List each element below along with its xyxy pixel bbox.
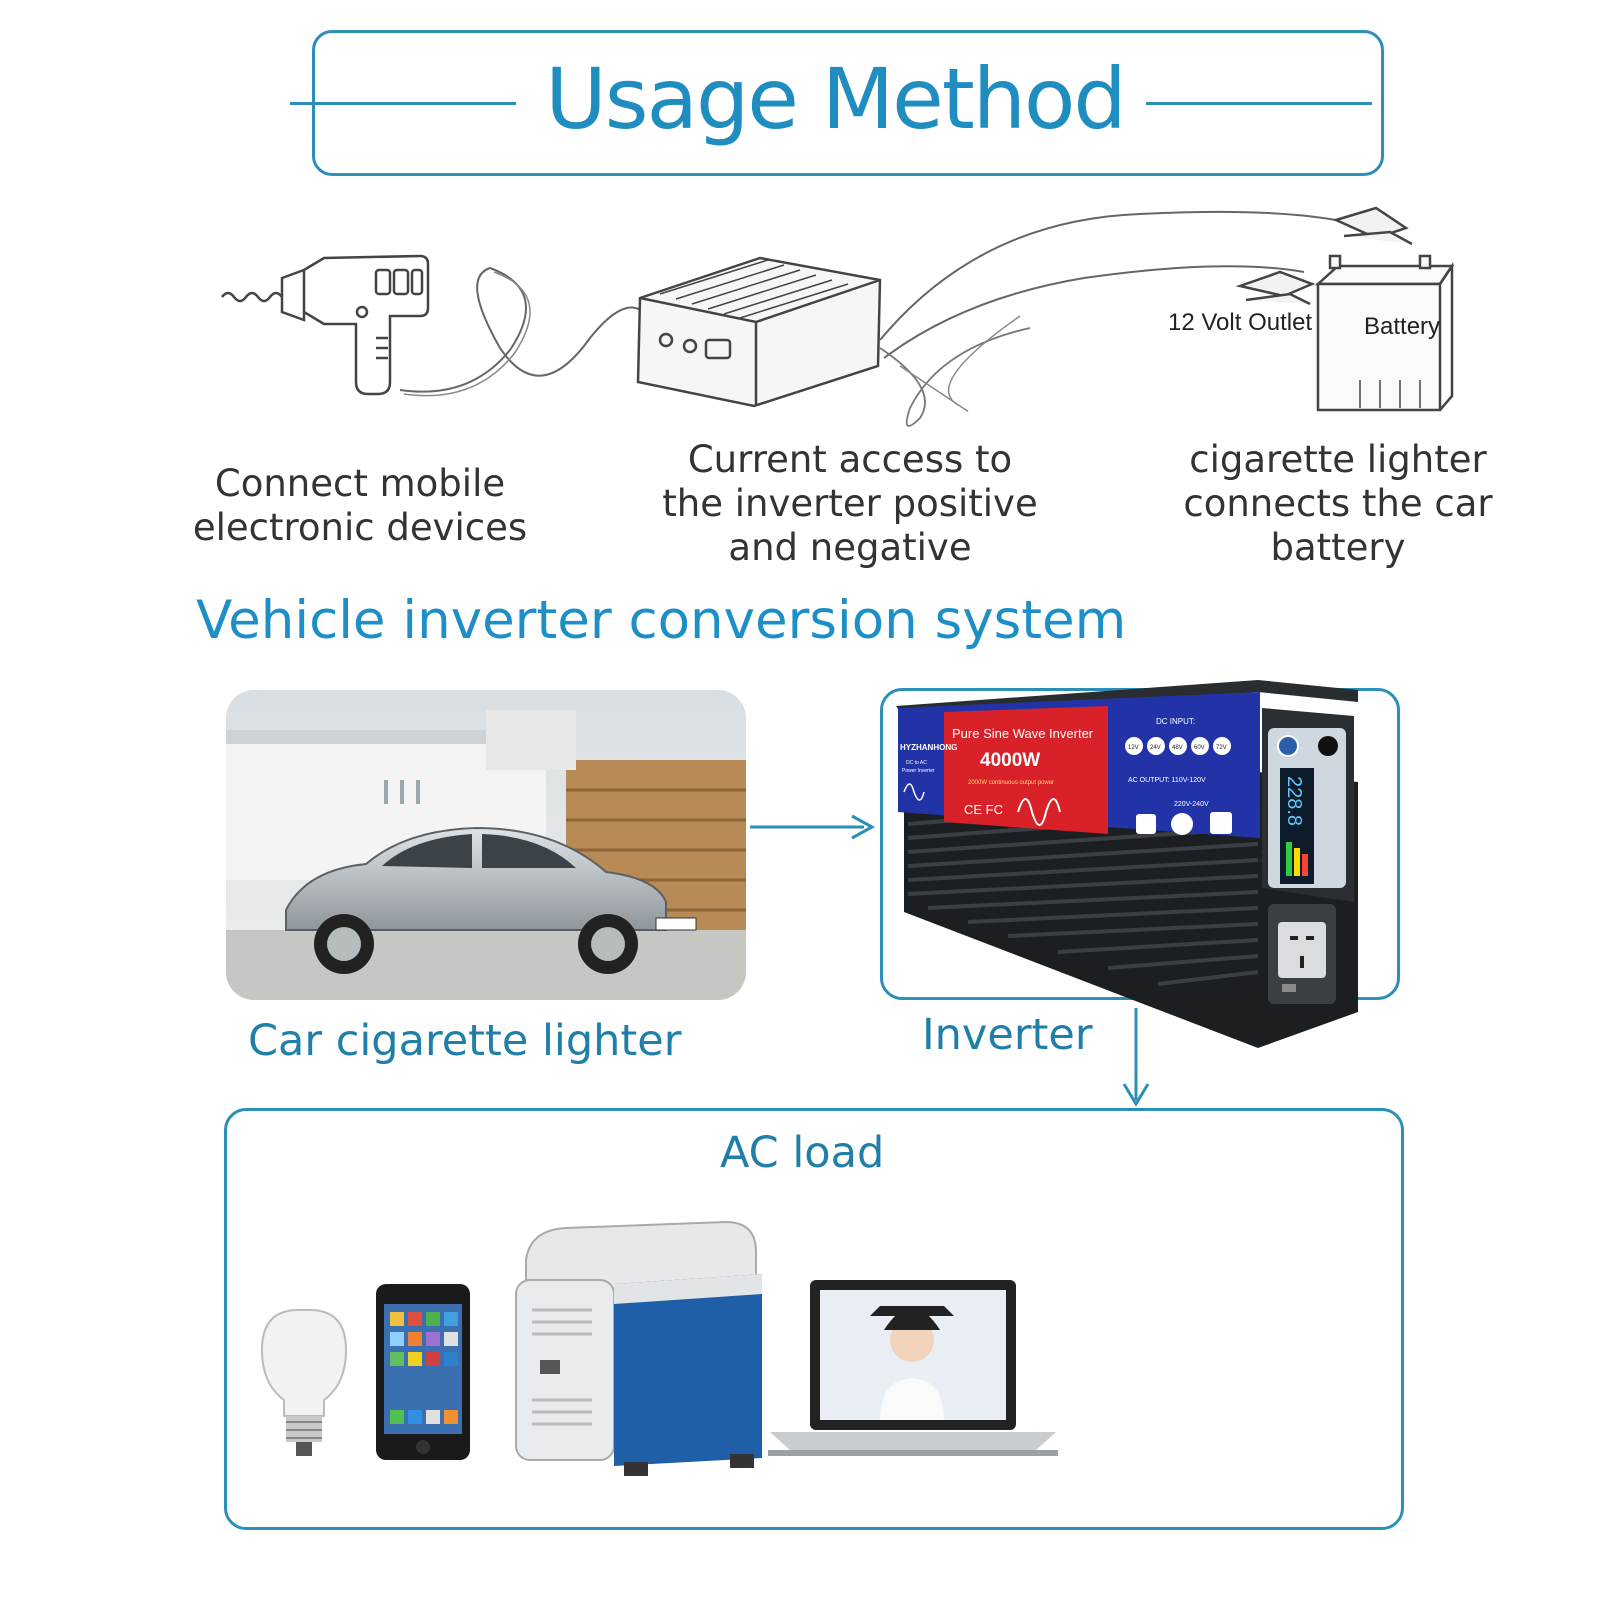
arrow-right-icon: [750, 814, 876, 840]
display-title: Multi-Function Display: [1261, 803, 1268, 872]
continuous-power: 2000W continuous output power: [968, 780, 1054, 786]
arrow-down-icon: [1122, 1008, 1150, 1107]
brand-sub: DC to AC: [906, 760, 927, 766]
usb-port-icon: [1318, 736, 1338, 756]
battery-caption: cigarette lighter connects the car batte…: [1152, 438, 1524, 570]
devices-caption: Connect mobile electronic devices: [160, 462, 560, 550]
ac-output-label: AC OUTPUT: 110V-120V: [1128, 777, 1206, 784]
inverter-caption-line: and negative: [728, 526, 972, 569]
page-title: Usage Method: [545, 50, 1126, 148]
title-rule-right: [1146, 102, 1372, 105]
dc-voltage: 12V: [1128, 745, 1139, 751]
outlet-eu-icon: [1171, 813, 1193, 835]
car-fridge-icon: [515, 1220, 762, 1476]
certifications: CE FC: [964, 802, 1003, 817]
car-icon: [226, 690, 746, 1000]
inverter-caption-line: the inverter positive: [662, 482, 1038, 525]
dc-voltage-badges: 12V 24V 48V 60V 72V: [1125, 737, 1231, 755]
dc-voltage: 48V: [1172, 745, 1183, 751]
dc-voltage: 60V: [1194, 745, 1205, 751]
laptop-icon: [768, 1280, 1058, 1456]
ac-socket-icon: [1278, 922, 1326, 978]
inverter-product: Pure Sine Wave Inverter 4000W 2000W cont…: [896, 680, 1358, 1048]
dc-voltage: 24V: [1150, 745, 1161, 751]
outlet-label: 12 Volt Outlet: [1168, 309, 1312, 336]
battery-caption-line: connects the car: [1183, 482, 1493, 525]
inverter-caption: Current access to the inverter positive …: [640, 438, 1060, 570]
inverter-label: Inverter: [922, 1010, 1093, 1060]
devices-caption-line: electronic devices: [192, 506, 528, 549]
sine-wave-icon: [1017, 798, 1061, 826]
power-cord: [399, 266, 651, 393]
drill-icon: [221, 254, 430, 396]
brand-sub: Power Inverter: [902, 768, 935, 774]
battery-caption-line: cigarette lighter: [1189, 438, 1487, 481]
title-rule-left: [290, 102, 516, 105]
ac-load-devices: [260, 1220, 1058, 1476]
ac-load-frame: [224, 1108, 1404, 1530]
product-name: Pure Sine Wave Inverter: [952, 726, 1094, 741]
battery-icon: [1314, 254, 1455, 412]
system-heading: Vehicle inverter conversion system: [196, 590, 1127, 651]
battery-cable-red: [879, 210, 1371, 341]
inverter-caption-line: Current access to: [687, 438, 1013, 481]
usage-illustration: 12 Volt Outlet Battery: [221, 206, 1455, 427]
inverter-sketch-icon: [636, 256, 882, 408]
outlet-us-icon: [1136, 814, 1156, 834]
outlet-uk-icon: [1210, 812, 1232, 834]
brand-name: HYZHANHONG: [900, 743, 957, 752]
battery-label: Battery: [1364, 313, 1440, 340]
car-photo: [226, 690, 746, 1000]
display-reading: 228.8: [1283, 776, 1305, 826]
battery-caption-line: battery: [1270, 526, 1406, 569]
car-label: Car cigarette lighter: [248, 1016, 682, 1066]
power-button-icon[interactable]: [1277, 735, 1299, 757]
red-panel: [944, 706, 1108, 834]
dc-voltage: 72V: [1216, 745, 1227, 751]
ac-load-heading: AC load: [720, 1128, 885, 1178]
dc-input-label: DC INPUT:: [1156, 717, 1195, 726]
ac-output-alt: 220V-240V: [1174, 801, 1209, 808]
smartphone-icon: [376, 1284, 470, 1460]
clamp-icon: [1235, 206, 1413, 306]
devices-caption-line: Connect mobile: [214, 462, 506, 505]
wattage: 4000W: [980, 750, 1040, 771]
light-bulb-icon: [260, 1309, 348, 1456]
